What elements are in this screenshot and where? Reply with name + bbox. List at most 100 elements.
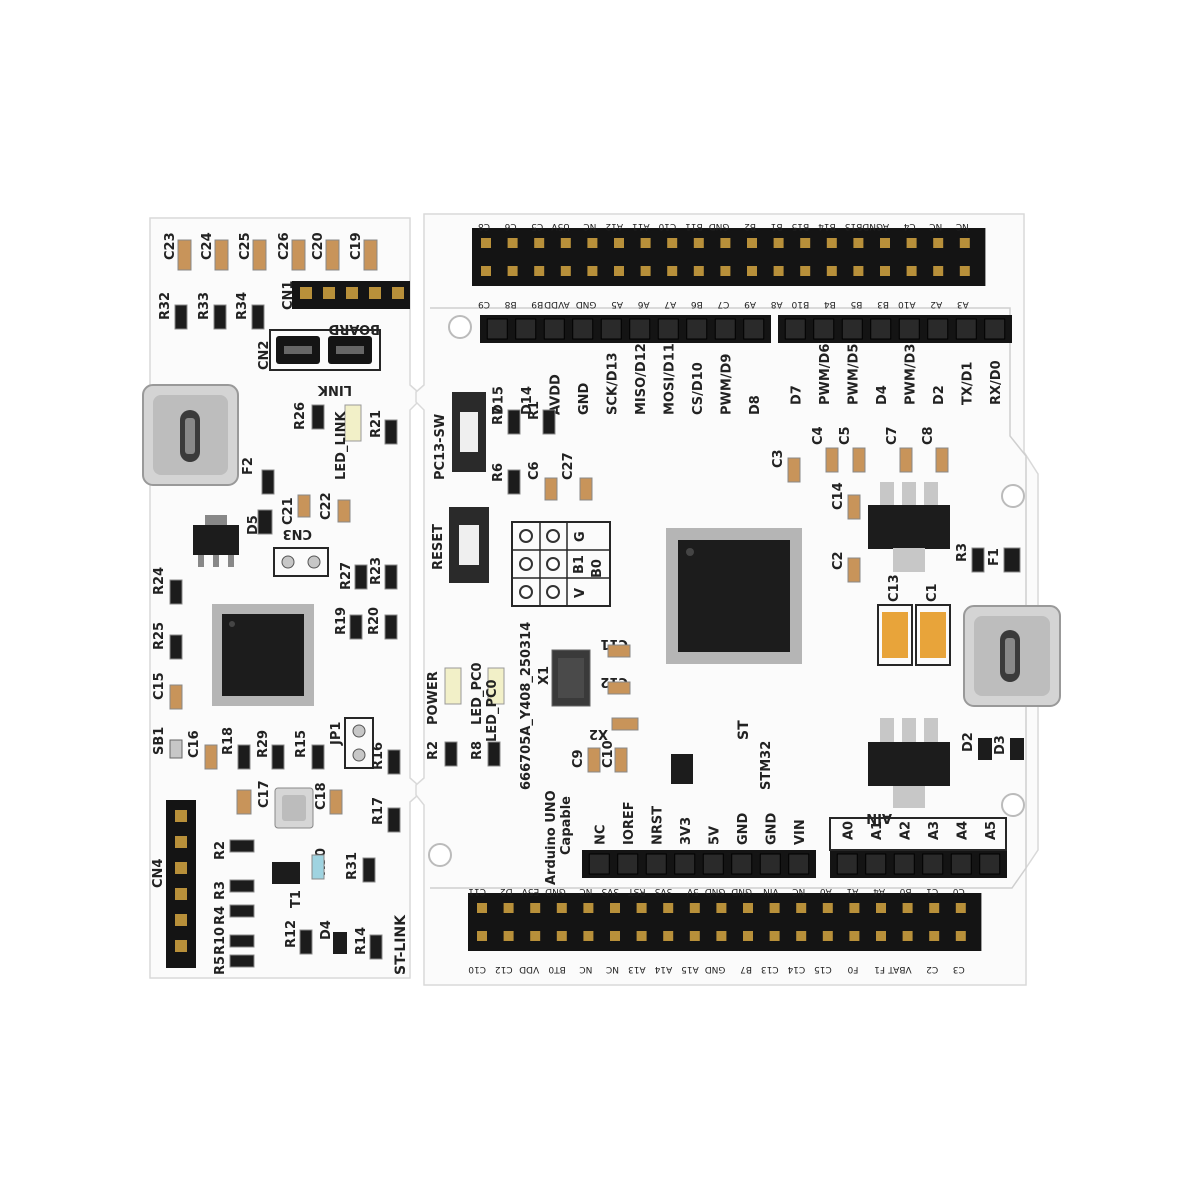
arduino-socket[interactable] bbox=[841, 318, 863, 340]
morpho-pin[interactable] bbox=[610, 931, 620, 941]
stlink-usb-c-connector[interactable] bbox=[142, 384, 239, 486]
morpho-pin[interactable] bbox=[796, 931, 807, 941]
cn4-pin[interactable] bbox=[175, 914, 187, 926]
arduino-socket[interactable] bbox=[572, 318, 594, 340]
morpho-pin[interactable] bbox=[614, 266, 624, 276]
morpho-pin[interactable] bbox=[503, 931, 514, 941]
morpho-pin[interactable] bbox=[716, 931, 727, 941]
morpho-pin[interactable] bbox=[876, 903, 886, 913]
morpho-pin[interactable] bbox=[556, 903, 567, 913]
main-usb-c-connector[interactable] bbox=[963, 605, 1061, 707]
morpho-pin[interactable] bbox=[610, 903, 620, 913]
morpho-pin[interactable] bbox=[477, 931, 487, 941]
morpho-pin[interactable] bbox=[822, 931, 833, 941]
arduino-socket[interactable] bbox=[927, 318, 949, 340]
morpho-pin[interactable] bbox=[587, 266, 598, 276]
morpho-pin[interactable] bbox=[614, 238, 624, 248]
morpho-pin[interactable] bbox=[959, 238, 970, 248]
cn4-pin[interactable] bbox=[175, 810, 187, 822]
morpho-pin[interactable] bbox=[929, 931, 940, 941]
bottom-morpho-header[interactable]: C11C10D2C12E5VVDDGNDBT0NCNC3V3NCRSTA133V… bbox=[468, 886, 982, 974]
morpho-pin[interactable] bbox=[663, 931, 674, 941]
morpho-pin[interactable] bbox=[902, 903, 913, 913]
arduino-socket[interactable] bbox=[731, 853, 753, 875]
morpho-pin[interactable] bbox=[693, 238, 704, 248]
morpho-pin[interactable] bbox=[796, 903, 807, 913]
arduino-socket[interactable] bbox=[714, 318, 736, 340]
arduino-socket[interactable] bbox=[759, 853, 781, 875]
morpho-pin[interactable] bbox=[636, 931, 647, 941]
morpho-pin[interactable] bbox=[507, 238, 518, 248]
morpho-pin[interactable] bbox=[933, 238, 944, 248]
morpho-pin[interactable] bbox=[560, 266, 571, 276]
morpho-pin[interactable] bbox=[769, 931, 780, 941]
morpho-pin[interactable] bbox=[769, 903, 780, 913]
arduino-socket[interactable] bbox=[836, 853, 858, 875]
morpho-pin[interactable] bbox=[773, 266, 784, 276]
cn4-pin[interactable] bbox=[175, 836, 187, 848]
morpho-pin[interactable] bbox=[689, 931, 700, 941]
morpho-pin[interactable] bbox=[902, 931, 913, 941]
morpho-pin[interactable] bbox=[959, 266, 970, 276]
arduino-socket[interactable] bbox=[702, 853, 724, 875]
arduino-socket[interactable] bbox=[922, 853, 944, 875]
cn4-pin[interactable] bbox=[175, 862, 187, 874]
morpho-pin[interactable] bbox=[747, 238, 757, 248]
morpho-pin[interactable] bbox=[955, 903, 966, 913]
arduino-socket[interactable] bbox=[979, 853, 1001, 875]
cn1-header[interactable] bbox=[292, 281, 410, 309]
morpho-pin[interactable] bbox=[929, 903, 940, 913]
morpho-pin[interactable] bbox=[689, 903, 700, 913]
morpho-pin[interactable] bbox=[876, 931, 886, 941]
morpho-pin[interactable] bbox=[716, 903, 727, 913]
arduino-socket[interactable] bbox=[543, 318, 565, 340]
morpho-pin[interactable] bbox=[640, 238, 651, 248]
cn4-header[interactable] bbox=[166, 800, 196, 968]
morpho-pin[interactable] bbox=[880, 238, 890, 248]
arduino-socket[interactable] bbox=[898, 318, 920, 340]
morpho-pin[interactable] bbox=[773, 238, 784, 248]
morpho-pin[interactable] bbox=[530, 931, 541, 941]
arduino-socket[interactable] bbox=[870, 318, 892, 340]
arduino-socket[interactable] bbox=[617, 853, 639, 875]
cn4-pin[interactable] bbox=[175, 888, 187, 900]
arduino-socket[interactable] bbox=[629, 318, 651, 340]
arduino-socket[interactable] bbox=[588, 853, 610, 875]
morpho-pin[interactable] bbox=[720, 238, 731, 248]
arduino-socket[interactable] bbox=[788, 853, 810, 875]
morpho-pin[interactable] bbox=[955, 931, 966, 941]
morpho-pin[interactable] bbox=[587, 238, 598, 248]
arduino-socket[interactable] bbox=[645, 853, 667, 875]
boot-config-grid[interactable] bbox=[511, 521, 611, 607]
morpho-pin[interactable] bbox=[720, 266, 731, 276]
cn2-jumper-block[interactable] bbox=[269, 329, 381, 371]
morpho-pin[interactable] bbox=[534, 266, 545, 276]
morpho-pin[interactable] bbox=[560, 238, 571, 248]
arduino-socket[interactable] bbox=[893, 853, 915, 875]
reset-button[interactable] bbox=[449, 507, 489, 583]
arduino-socket[interactable] bbox=[865, 853, 887, 875]
morpho-pin[interactable] bbox=[636, 903, 647, 913]
morpho-pin[interactable] bbox=[481, 238, 491, 248]
morpho-pin[interactable] bbox=[583, 903, 594, 913]
morpho-pin[interactable] bbox=[800, 266, 811, 276]
morpho-pin[interactable] bbox=[667, 266, 678, 276]
morpho-pin[interactable] bbox=[906, 238, 917, 248]
morpho-pin[interactable] bbox=[481, 266, 491, 276]
morpho-pin[interactable] bbox=[663, 903, 674, 913]
morpho-pin[interactable] bbox=[849, 931, 860, 941]
arduino-socket[interactable] bbox=[674, 853, 696, 875]
arduino-socket[interactable] bbox=[784, 318, 806, 340]
jp1-jumper[interactable] bbox=[344, 717, 374, 769]
morpho-pin[interactable] bbox=[853, 238, 864, 248]
arduino-socket[interactable] bbox=[657, 318, 679, 340]
morpho-pin[interactable] bbox=[530, 903, 541, 913]
arduino-socket[interactable] bbox=[600, 318, 622, 340]
morpho-pin[interactable] bbox=[853, 266, 864, 276]
morpho-pin[interactable] bbox=[640, 266, 651, 276]
arduino-socket[interactable] bbox=[950, 853, 972, 875]
